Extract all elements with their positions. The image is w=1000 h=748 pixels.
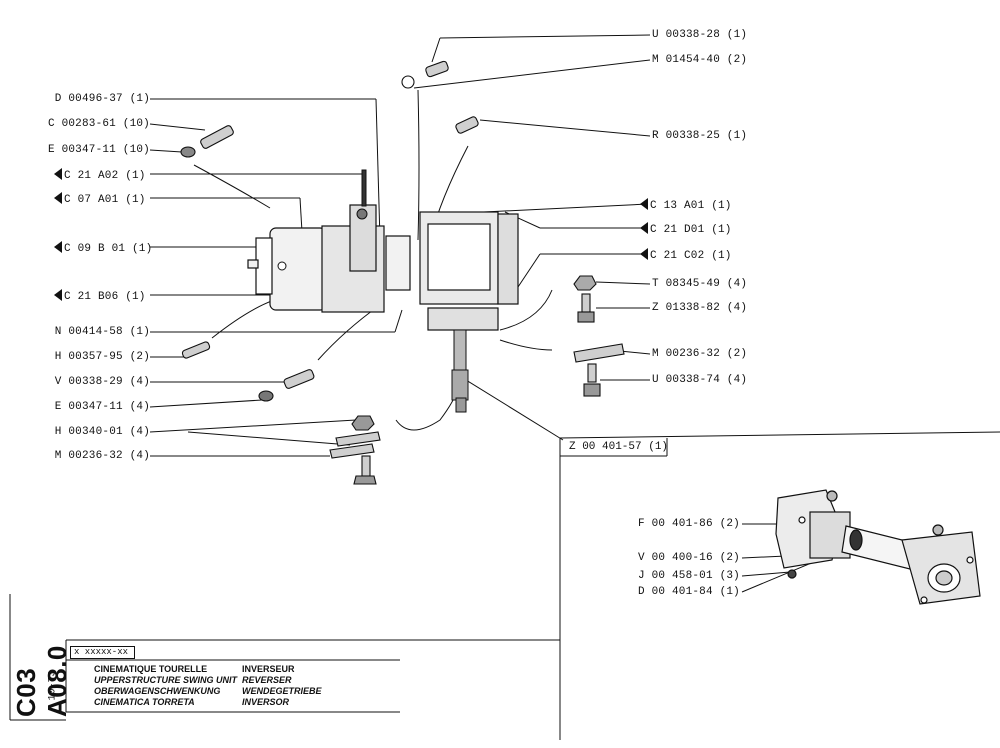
subtitle-en: REVERSER xyxy=(242,675,292,685)
subtitle-es: INVERSOR xyxy=(242,697,290,707)
reference-arrow-icon xyxy=(54,192,62,204)
title-en: UPPERSTRUCTURE SWING UNIT xyxy=(94,675,238,685)
label-n00414: N 00414-58 (1) xyxy=(54,326,150,338)
label-e00347-4: E 00347-11 (4) xyxy=(54,401,150,413)
title-es: CINEMATICA TORRETA xyxy=(94,697,195,707)
reference-arrow-icon xyxy=(640,222,648,234)
sheet-date: 10-73 xyxy=(47,670,59,701)
label-j00458: J 00 458-01 (3) xyxy=(637,570,740,582)
label-u00338-28: U 00338-28 (1) xyxy=(652,29,748,41)
label-c21a02: C 21 A02 (1) xyxy=(54,168,146,182)
label-d00496: D 00496-37 (1) xyxy=(54,93,150,105)
label-c09b01: C 09 B 01 (1) xyxy=(54,241,152,255)
label-m00236-4: M 00236-32 (4) xyxy=(54,450,150,462)
label-e00347-10: E 00347-11 (10) xyxy=(47,144,150,156)
subassembly-title: Z 00 401-57 (1) xyxy=(569,441,669,453)
reference-arrow-icon xyxy=(640,198,648,210)
reference-arrow-icon xyxy=(54,241,62,253)
title-de: OBERWAGENSCHWENKUNG xyxy=(94,686,221,696)
label-r00338: R 00338-25 (1) xyxy=(652,130,748,142)
label-m01454: M 01454-40 (2) xyxy=(652,54,748,66)
label-t08345: T 08345-49 (4) xyxy=(652,278,748,290)
label-c07a01: C 07 A01 (1) xyxy=(54,192,146,206)
reference-box: x xxxxx-xx xyxy=(70,646,135,659)
label-m00236-2: M 00236-32 (2) xyxy=(652,348,748,360)
label-c21d01: C 21 D01 (1) xyxy=(640,222,732,236)
label-c00283: C 00283-61 (10) xyxy=(47,118,150,130)
label-z01338: Z 01338-82 (4) xyxy=(652,302,748,314)
label-u00338-74: U 00338-74 (4) xyxy=(652,374,748,386)
label-v00338: V 00338-29 (4) xyxy=(54,376,150,388)
sheet-code: C03 A08.0 xyxy=(11,645,72,717)
label-f00401: F 00 401-86 (2) xyxy=(637,518,740,530)
label-c13a01: C 13 A01 (1) xyxy=(640,198,732,212)
label-v00400: V 00 400-16 (2) xyxy=(637,552,740,564)
label-c21c02: C 21 C02 (1) xyxy=(640,248,732,262)
label-h00357: H 00357-95 (2) xyxy=(54,351,150,363)
title-fr: CINEMATIQUE TOURELLE xyxy=(94,664,208,674)
subtitle-fr: INVERSEUR xyxy=(242,664,295,674)
reference-arrow-icon xyxy=(54,168,62,180)
subtitle-de: WENDEGETRIEBE xyxy=(242,686,322,696)
label-d00401: D 00 401-84 (1) xyxy=(637,586,740,598)
reference-arrow-icon xyxy=(640,248,648,260)
reference-arrow-icon xyxy=(54,289,62,301)
label-h00340: H 00340-01 (4) xyxy=(54,426,150,438)
label-c21b06: C 21 B06 (1) xyxy=(54,289,146,303)
